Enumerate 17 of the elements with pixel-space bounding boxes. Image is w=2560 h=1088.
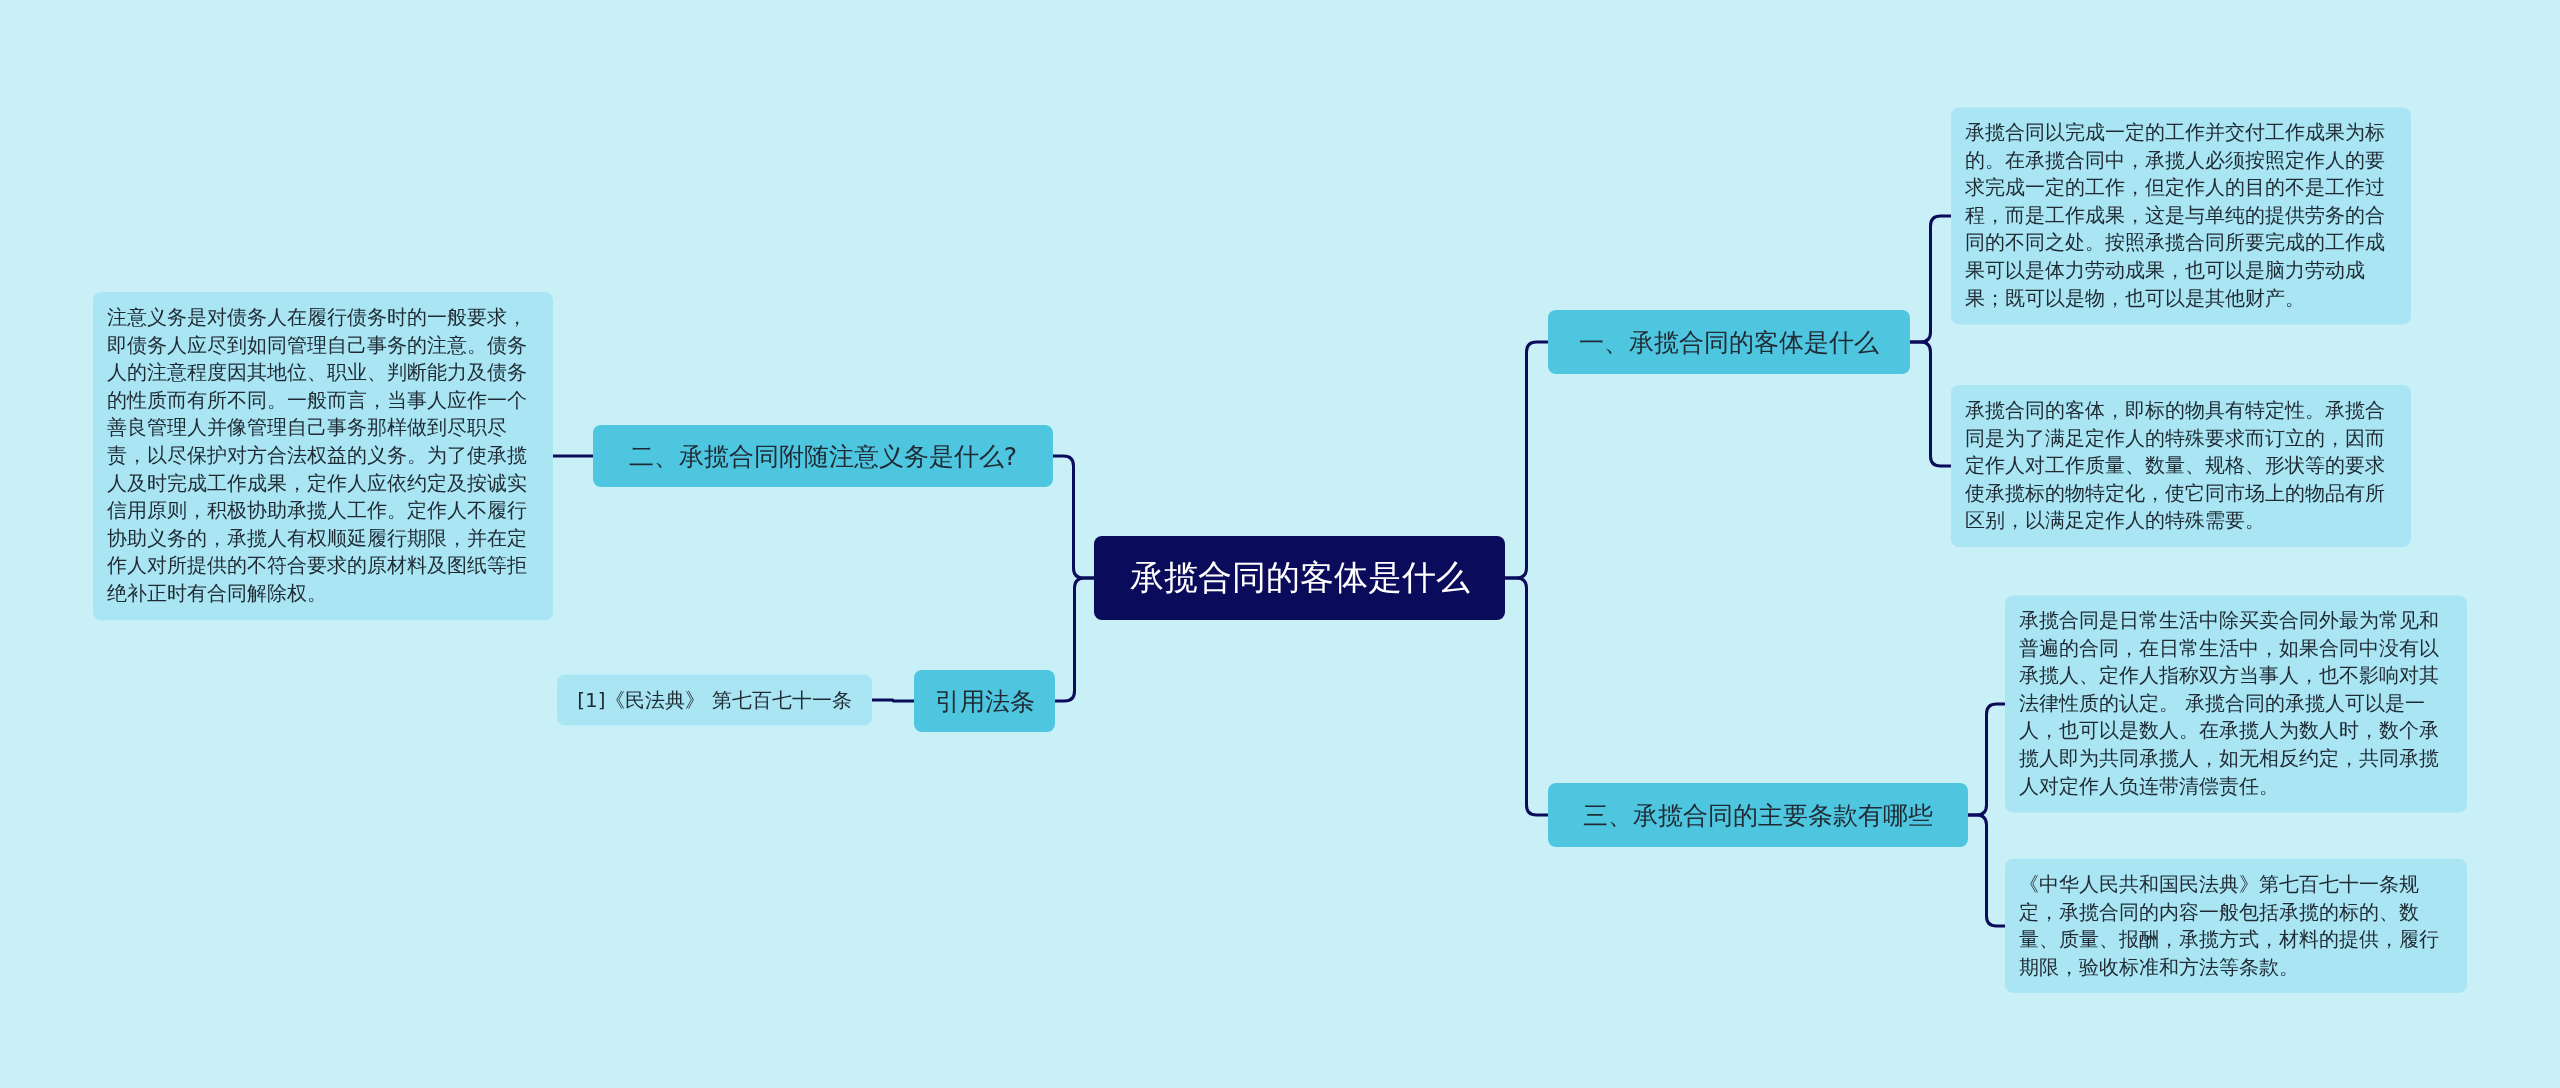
topic-box: 二、承揽合同附随注意义务是什么? (593, 425, 1053, 487)
connector-line (1055, 576, 1094, 703)
connector-line (872, 698, 914, 703)
topic-box: 一、承揽合同的客体是什么 (1548, 310, 1910, 374)
connector-line (1968, 813, 2005, 928)
central-topic: 承揽合同的客体是什么 (1094, 536, 1505, 620)
topic-box: 引用法条 (914, 670, 1055, 732)
note-box: 承揽合同是日常生活中除买卖合同外最为常见和普遍的合同，在日常生活中，如果合同中没有以承揽人、定作人指称双方当事人，也不影响对其法律性质的认定。 承揽合同的承揽人可以是一人，也可以是数人。在承揽人为数人时，数个承揽人即为共同承揽人，如无相反约定，共同承揽人对定作人负连带清偿责任。 (2005, 595, 2467, 813)
note-box: 注意义务是对债务人在履行债务时的一般要求，即债务人应尽到如同管理自己事务的注意。债务人的注意程度因其地位、职业、判断能力及债务的性质而有所不同。一般而言，当事人应作一个善良管理人并像管理自己事务那样做到尽职尽责，以尽保护对方合法权益的义务。为了使承揽人及时完成工作成果，定作人应依约定及按诚实信用原则，积极协助承揽人工作。定作人不履行协助义务的，承揽人有权顺延履行期限，并在定作人对所提供的不符合要求的原材料及图纸等拒绝补正时有合同解除权。 (93, 292, 553, 620)
note-box: 承揽合同的客体，即标的物具有特定性。承揽合同是为了满足定作人的特殊要求而订立的，因而定作人对工作质量、数量、规格、形状等的要求使承揽标的物特定化，使它同市场上的物品有所区别，以满足定作人的特殊需要。 (1951, 385, 2411, 547)
connector-line (1910, 340, 1951, 468)
topic-box: 三、承揽合同的主要条款有哪些 (1548, 783, 1968, 847)
connector-line (553, 454, 593, 458)
note-box: [1]《民法典》 第七百七十一条 (557, 674, 872, 726)
connector-line (1505, 576, 1548, 817)
note-box: 《中华人民共和国民法典》第七百七十一条规定，承揽合同的内容一般包括承揽的标的、数量、质量、报酬，承揽方式，材料的提供，履行期限，验收标准和方法等条款。 (2005, 858, 2467, 994)
note-box: 承揽合同以完成一定的工作并交付工作成果为标的。在承揽合同中，承揽人必须按照定作人的要求完成一定的工作，但定作人的目的不是工作过程，而是工作成果，这是与单纯的提供劳务的合同的不同之处。按照承揽合同所要完成的工作成果可以是体力劳动成果，也可以是脑力劳动成果；既可以是物，也可以是其他财产。 (1951, 107, 2411, 325)
